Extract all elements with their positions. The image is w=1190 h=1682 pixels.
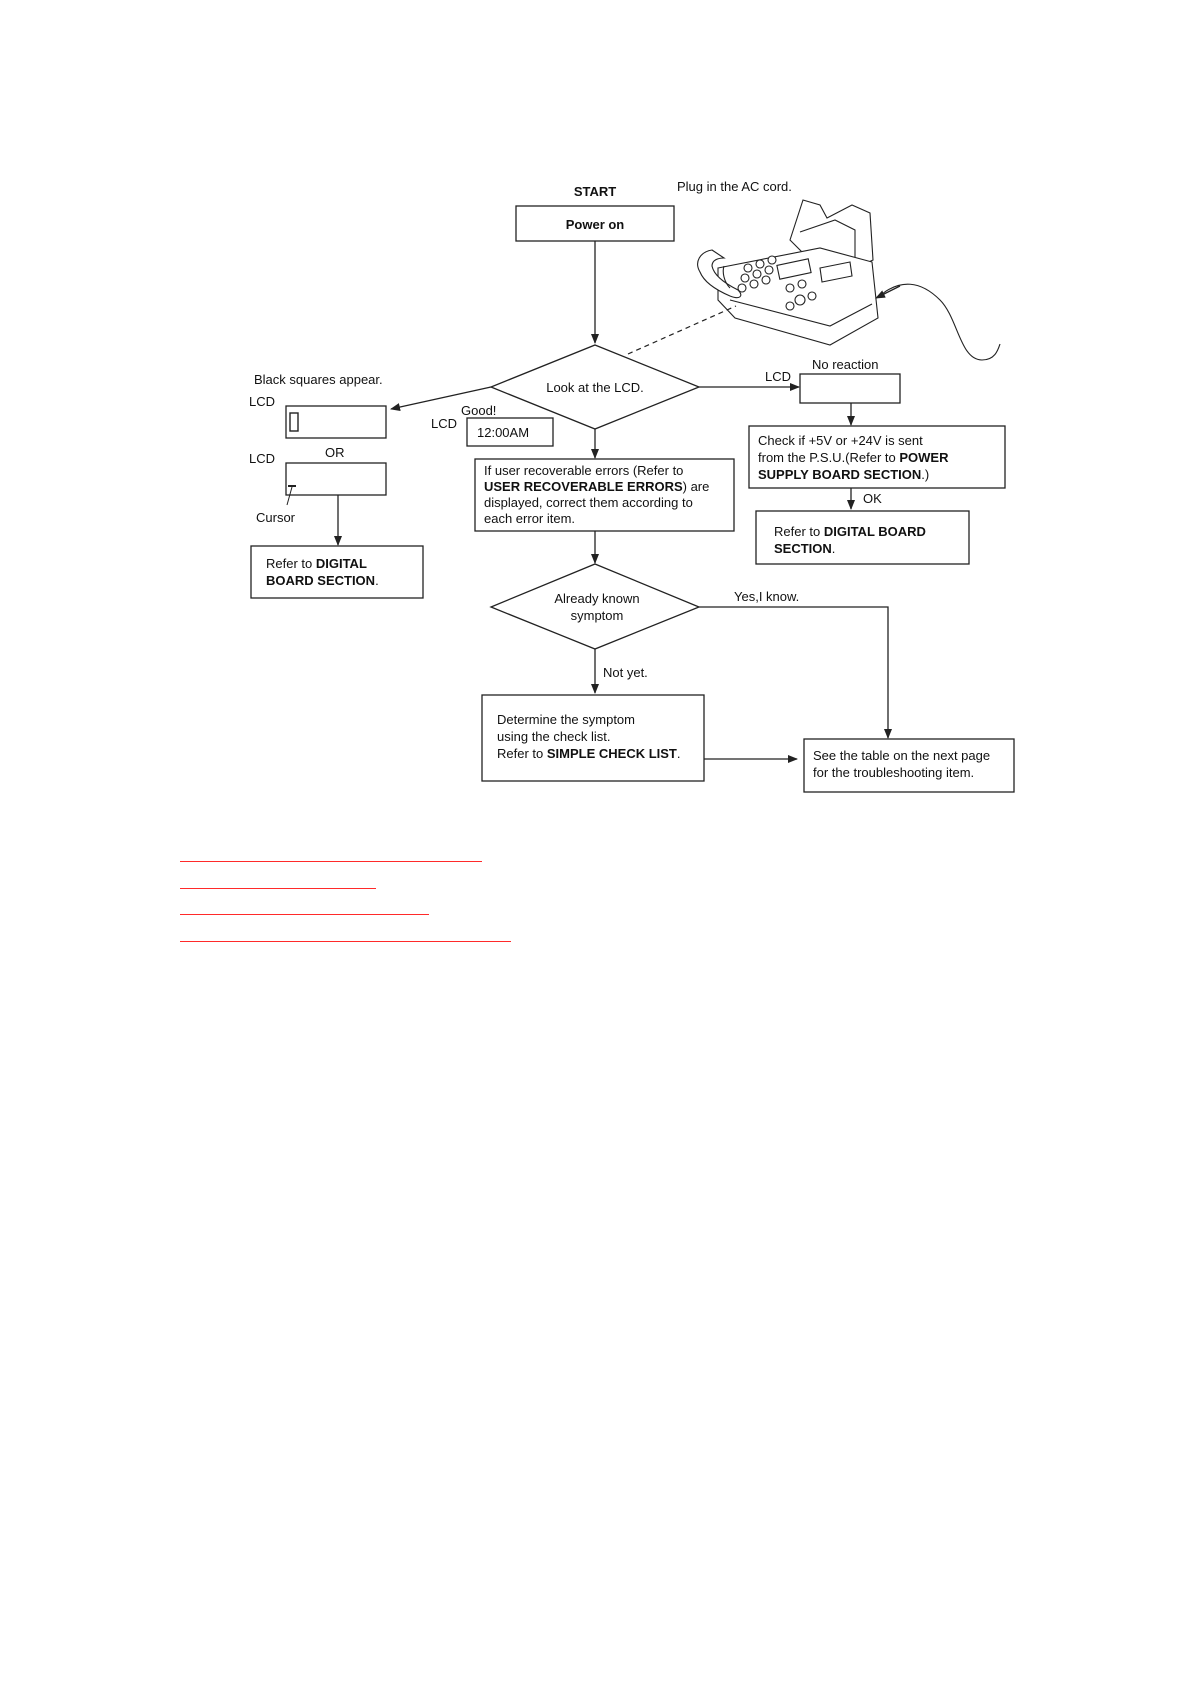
- refer-digital-board-left: Refer to DIGITAL BOARD SECTION.: [250, 545, 424, 599]
- determine-line1: Determine the symptom: [497, 712, 635, 727]
- see-table-line2: for the troubleshooting item.: [813, 765, 974, 780]
- plug-note: Plug in the AC cord.: [677, 179, 792, 194]
- lcd-cursor-box: [285, 462, 387, 496]
- user-errors-line1: If user recoverable errors (Refer to: [484, 463, 683, 478]
- determine-line3: Refer to SIMPLE CHECK LIST.: [497, 746, 681, 761]
- see-table-line1: See the table on the next page: [813, 748, 990, 763]
- decision-known-symptom: Already known symptom: [489, 563, 701, 650]
- lcd-clock-box: 12:00AM: [466, 417, 554, 447]
- no-reaction-label: No reaction: [812, 357, 878, 372]
- see-table-box: See the table on the next page for the t…: [803, 738, 1015, 793]
- refer-digital-left-line2: BOARD SECTION.: [266, 573, 379, 588]
- lcd-label-center: LCD: [431, 416, 457, 431]
- not-yet-label: Not yet.: [603, 665, 648, 680]
- black-squares-label: Black squares appear.: [254, 372, 383, 387]
- lcd-label-right: LCD: [765, 369, 791, 384]
- refer-digital-right-line2: SECTION.: [774, 541, 835, 556]
- look-lcd-label: Look at the LCD.: [546, 380, 644, 395]
- cursor-label: Cursor: [256, 510, 296, 525]
- lcd-blank-box: [799, 373, 901, 404]
- footer-link-4[interactable]: [180, 941, 511, 942]
- refer-digital-left-line1: Refer to DIGITAL: [266, 556, 367, 571]
- or-label: OR: [325, 445, 345, 460]
- yes-label: Yes,I know.: [734, 589, 799, 604]
- user-recoverable-errors-box: If user recoverable errors (Refer to USE…: [474, 458, 735, 532]
- footer-link-3[interactable]: [180, 914, 429, 915]
- lcd-label-left-1: LCD: [249, 394, 275, 409]
- determine-symptom-box: Determine the symptom using the check li…: [481, 694, 705, 782]
- clock-display: 12:00AM: [477, 425, 529, 440]
- user-errors-line2: USER RECOVERABLE ERRORS) are: [484, 479, 709, 494]
- start-label: START: [574, 184, 616, 199]
- good-label: Good!: [461, 403, 496, 418]
- psu-check-box: Check if +5V or +24V is sent from the P.…: [748, 425, 1006, 489]
- power-on-box: Power on: [515, 205, 675, 242]
- lcd-label-left-2: LCD: [249, 451, 275, 466]
- ok-label: OK: [863, 491, 882, 506]
- lcd-black-square-box: [285, 405, 387, 439]
- footer-link-2[interactable]: [180, 888, 376, 889]
- decision-look-lcd: Look at the LCD.: [489, 344, 701, 430]
- footer-link-1[interactable]: [180, 861, 482, 862]
- user-errors-line3: displayed, correct them according to: [484, 495, 693, 510]
- fax-machine-icon: [697, 199, 1001, 361]
- refer-digital-right-line1: Refer to DIGITAL BOARD: [774, 524, 926, 539]
- psu-line1: Check if +5V or +24V is sent: [758, 433, 923, 448]
- determine-line2: using the check list.: [497, 729, 610, 744]
- power-on-label: Power on: [566, 217, 625, 232]
- psu-line3: SUPPLY BOARD SECTION.): [758, 467, 929, 482]
- known-symptom-line1: Already known: [554, 591, 639, 606]
- psu-line2: from the P.S.U.(Refer to POWER: [758, 450, 949, 465]
- user-errors-line4: each error item.: [484, 511, 575, 526]
- refer-digital-board-right: Refer to DIGITAL BOARD SECTION.: [755, 510, 970, 565]
- known-symptom-line2: symptom: [571, 608, 624, 623]
